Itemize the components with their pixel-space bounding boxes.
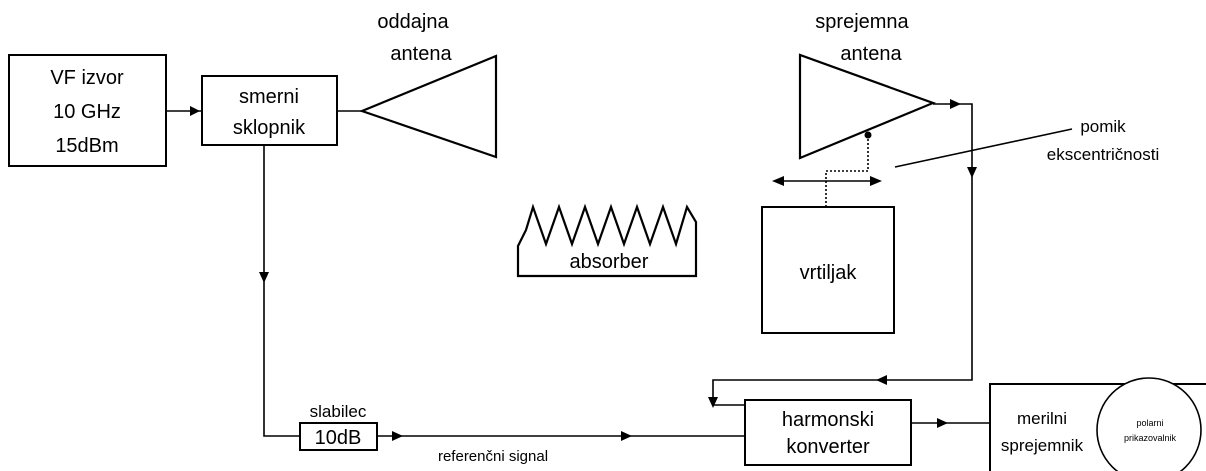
receiver-label-line2: sprejemnik [1001,436,1084,455]
tx-antenna-label-line2: antena [390,43,452,65]
attenuator-box [299,422,378,451]
coupler-label-line2: sklopnik [233,117,306,139]
pivot-point-icon [864,131,872,139]
attenuator-value: 10dB [315,427,362,449]
eccentricity-arrow [772,176,882,186]
absorber-block: absorber [516,203,698,278]
rf-source-frequency: 10 GHz [53,101,121,123]
arrow-icon [950,99,961,109]
eccentricity-label-line1: pomik [1080,117,1126,136]
polar-display-label-line1: polarni [1136,418,1163,428]
rx-antenna-label-line2: antena [840,43,902,65]
receiver-label-line1: merilni [1017,409,1067,428]
absorber-label: absorber [570,251,649,273]
arrow-icon [392,431,403,441]
tx-antenna-horn-icon [358,54,498,159]
polar-display-label-line2: prikazovalnik [1124,433,1177,443]
arrow-icon [190,106,200,116]
arrow-icon [876,375,887,385]
arrow-icon [870,176,882,186]
absorber-icon [516,203,698,278]
rf-source-power: 15dBm [55,135,118,157]
reference-signal-label: referenčni signal [438,448,548,465]
converter-label-line1: harmonski [782,409,874,431]
arrow-icon [937,418,948,428]
harmonic-converter-block: harmonski konverter [744,399,912,466]
arrow-icon [621,431,632,441]
arrow-icon [259,272,269,283]
turntable-label: vrtiljak [800,262,858,284]
rf-source-block: VF izvor 10 GHz 15dBm [8,54,167,167]
turntable-block: vrtiljak [761,206,895,334]
eccentricity-label-line2: ekscentričnosti [1047,145,1159,164]
directional-coupler-block: smerni sklopnik [201,75,338,146]
turntable-box [761,206,895,334]
measuring-receiver-block: merilni sprejemnik polarni prikazovalnik [989,377,1206,471]
converter-label-line2: konverter [786,436,870,458]
tx-antenna: oddajna antena [358,11,498,159]
rotation-mount-line [825,139,869,207]
directional-coupler-box [201,75,338,146]
rx-antenna-horn-icon [798,53,937,160]
rx-antenna: sprejemna antena [798,11,937,160]
arrow-icon [967,167,977,178]
rx-output-wire [712,103,973,406]
coupler-to-attenuator-wire [263,145,300,437]
rf-source-label: VF izvor [50,67,124,89]
polar-display-circle [1096,377,1202,471]
rx-antenna-label-line1: sprejemna [815,11,909,33]
arrow-icon [708,397,718,408]
attenuator-block: slabilec 10dB [299,402,378,451]
harmonic-converter-box [744,399,912,466]
arrow-icon [772,176,784,186]
coupler-label-line1: smerni [239,86,299,108]
tx-antenna-label-line1: oddajna [377,11,449,33]
attenuator-title: slabilec [310,402,367,421]
rf-source-box [8,54,167,167]
eccentricity-leader-line [894,128,1073,168]
